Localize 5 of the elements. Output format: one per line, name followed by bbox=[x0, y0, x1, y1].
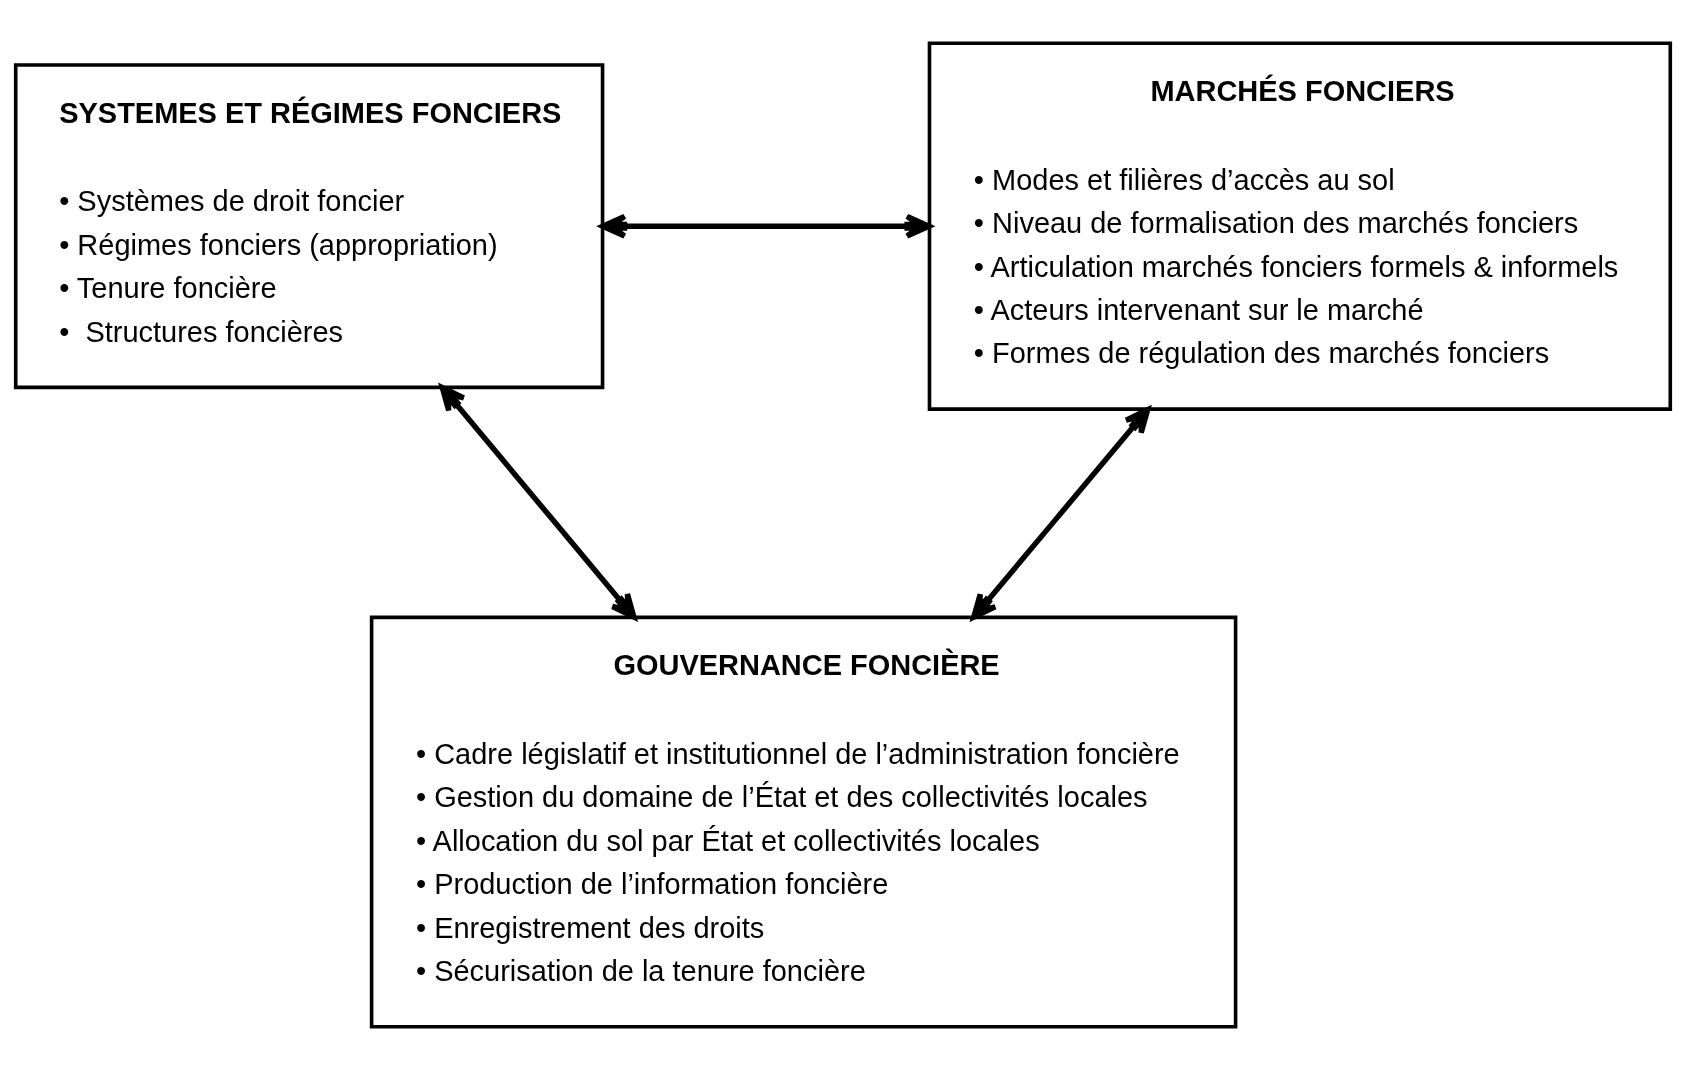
arrow bbox=[971, 407, 1151, 620]
node-box: GOUVERNANCE FONCIÈRE • Cadre législatif et institutionnel de l’administration foncière • Gestion du domaine de l’État et des collectivités locales • Allocation du sol par État et collectivités locales • Production de l’information foncière • Enregistrement des droits • Sécurisation de la tenure foncière bbox=[369, 615, 1238, 1029]
node-box: MARCHÉS FONCIERS • Modes et filières d’accès au sol • Niveau de formalisation des marchés fonciers • Articulation marchés fonciers formels & informels • Acteurs intervenant sur le marché • Formes de régulation des marchés fonciers bbox=[927, 41, 1673, 411]
arrow bbox=[439, 384, 637, 620]
node-box: SYSTEMES ET RÉGIMES FONCIERS • Systèmes de droit foncier • Régimes fonciers (appropriation) • Tenure foncière • Structures foncières bbox=[13, 63, 605, 390]
